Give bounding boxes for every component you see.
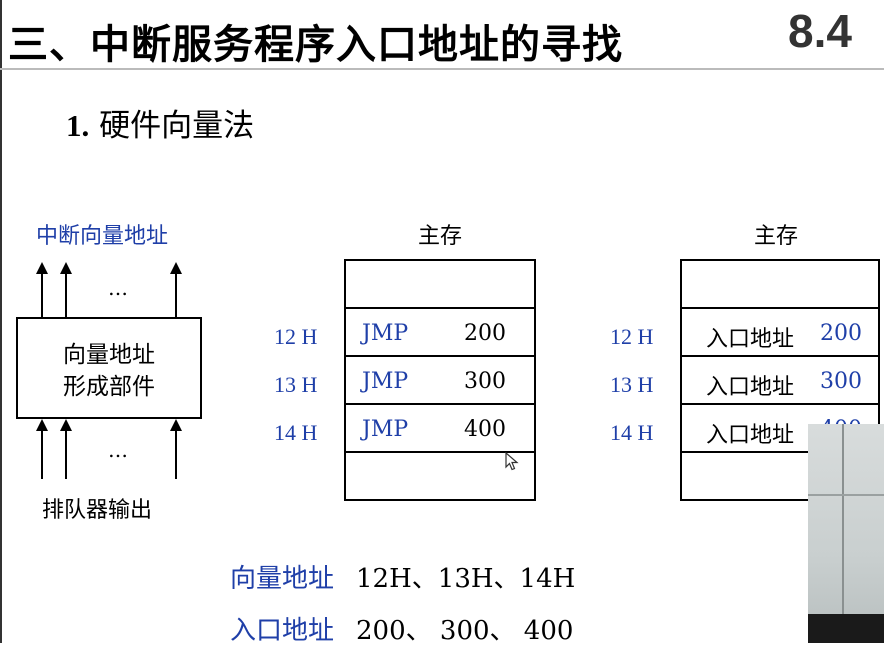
video-floor	[808, 614, 884, 643]
up-arrow-icon	[36, 262, 48, 274]
queue-output-label: 排队器输出	[42, 498, 153, 523]
memory1-addr: 13 H	[274, 372, 318, 397]
arrow-shaft	[175, 272, 177, 317]
presenter-video	[808, 424, 884, 643]
unit-line-1: 向量地址	[63, 342, 155, 368]
memory2-row: 入口地址 200	[682, 309, 878, 357]
up-arrow-icon	[60, 262, 72, 274]
memory2-table: 入口地址 200 入口地址 300 入口地址 400	[680, 259, 880, 501]
memory1-row: JMP 400	[346, 405, 534, 453]
arrow-shaft	[175, 429, 177, 479]
arrow-shaft	[41, 272, 43, 317]
memory2-header: 主存	[754, 224, 799, 249]
memory2-addr: 13 H	[610, 372, 654, 397]
summary-value: 12H、13H、14H	[356, 564, 576, 594]
memory1-val: 400	[464, 417, 506, 442]
memory2-val: 200	[820, 321, 862, 346]
memory2-val: 300	[820, 369, 862, 394]
memory1-row: JMP 300	[346, 357, 534, 405]
memory2-row: 入口地址 400	[682, 405, 878, 453]
arrow-shaft	[65, 272, 67, 317]
memory2-addr: 12 H	[610, 324, 654, 349]
mouse-cursor-icon	[505, 452, 519, 471]
memory2-text: 入口地址	[706, 375, 795, 400]
bottom-ellipsis: …	[108, 438, 128, 462]
up-arrow-icon	[60, 419, 72, 431]
vector-address-unit: 向量地址 形成部件	[16, 317, 202, 419]
memory1-row-empty-top	[346, 261, 534, 309]
up-arrow-icon	[36, 419, 48, 431]
slide-title: 三、中断服务程序入口地址的寻找	[8, 21, 623, 68]
top-ellipsis: …	[108, 276, 128, 300]
slide-left-edge	[0, 0, 2, 643]
summary-key: 向量地址	[230, 564, 335, 594]
video-wall-seam	[842, 424, 844, 614]
subtitle-number: 1.	[66, 108, 90, 143]
arrow-shaft	[65, 429, 67, 479]
memory1-val: 200	[464, 321, 506, 346]
video-wall-seam	[808, 494, 884, 496]
memory1-addr: 14 H	[274, 420, 318, 445]
unit-line-2: 形成部件	[63, 374, 155, 400]
memory2-addr: 14 H	[610, 420, 654, 445]
up-arrow-icon	[170, 262, 182, 274]
memory1-row: JMP 200	[346, 309, 534, 357]
memory1-op: JMP	[362, 369, 409, 394]
memory1-op: JMP	[362, 417, 409, 442]
memory2-row-empty-top	[682, 261, 878, 309]
up-arrow-icon	[170, 419, 182, 431]
summary-key: 入口地址	[230, 616, 335, 646]
memory1-addr: 12 H	[274, 324, 318, 349]
section-number: 8.4	[788, 5, 852, 57]
memory2-text: 入口地址	[706, 327, 795, 352]
vector-address-label: 中断向量地址	[36, 224, 169, 249]
memory2-row: 入口地址 300	[682, 357, 878, 405]
summary-vector-line: 向量地址 12H、13H、14H	[230, 558, 575, 595]
summary-entry-line: 入口地址 200、 300、 400	[230, 610, 573, 647]
title-divider	[0, 68, 884, 70]
arrow-shaft	[41, 429, 43, 479]
memory1-table: JMP 200 JMP 300 JMP 400	[344, 259, 536, 501]
memory2-text: 入口地址	[706, 423, 795, 448]
summary-value: 200、 300、 400	[356, 616, 574, 646]
subtitle-text: 硬件向量法	[99, 108, 255, 144]
memory1-header: 主存	[418, 224, 463, 249]
memory1-op: JMP	[362, 321, 409, 346]
subtitle: 1. 硬件向量法	[66, 100, 254, 145]
memory1-val: 300	[464, 369, 506, 394]
